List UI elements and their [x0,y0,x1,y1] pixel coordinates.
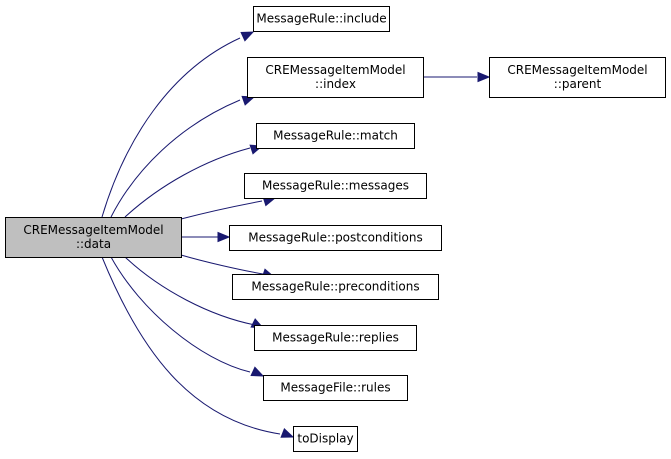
edges [101,31,491,438]
node-postconditions[interactable]: MessageRule::postconditions [229,225,442,251]
node-label: CREMessageItemModel [507,63,647,77]
node-label: MessageFile::rules [280,381,390,395]
node-messages[interactable]: MessageRule::messages [244,173,427,199]
edge-data-include [101,37,241,218]
arrowhead-index-parent [477,71,491,83]
node-box[interactable] [253,6,390,32]
node-include[interactable]: MessageRule::include [253,6,390,32]
arrowhead-data-include [240,31,255,42]
node-box[interactable] [229,225,442,251]
node-toDisplay[interactable]: toDisplay [293,426,358,452]
edge-data-messages [180,200,263,220]
node-label: MessageRule::replies [272,331,399,345]
edge-data-replies [124,256,256,326]
node-label: CREMessageItemModel [23,223,163,237]
arrowhead-data-toDisplay [280,427,295,438]
node-data[interactable]: CREMessageItemModel::data [5,217,182,258]
node-box[interactable] [244,173,427,199]
node-label: MessageRule::match [273,129,398,143]
edge-data-toDisplay [101,256,281,435]
node-label: ::data [76,237,111,251]
node-box[interactable] [232,274,439,300]
edge-data-index [110,99,241,218]
node-label: MessageRule::preconditions [251,280,419,294]
node-label: toDisplay [297,432,353,446]
node-box[interactable] [247,57,424,98]
node-index[interactable]: CREMessageItemModel::index [247,57,424,98]
node-label: MessageRule::messages [262,179,409,193]
node-label: CREMessageItemModel [265,63,405,77]
node-box[interactable] [489,57,666,98]
edge-data-match [124,147,251,218]
edge-data-preconditions [180,254,264,275]
node-box[interactable] [254,325,417,351]
node-replies[interactable]: MessageRule::replies [254,325,417,351]
node-match[interactable]: MessageRule::match [256,123,415,149]
node-box[interactable] [263,375,408,401]
node-label: MessageRule::include [256,12,386,26]
arrowhead-data-postconditions [217,231,231,243]
node-box[interactable] [293,426,358,452]
arrowhead-data-rules [250,366,265,377]
node-label: ::parent [554,77,602,91]
node-label: MessageRule::postconditions [248,231,422,245]
node-label: ::index [315,77,356,91]
node-box[interactable] [256,123,415,149]
node-rules[interactable]: MessageFile::rules [263,375,408,401]
nodes: CREMessageItemModel::data MessageRule::in… [5,6,666,452]
node-box[interactable] [5,217,182,258]
node-preconditions[interactable]: MessageRule::preconditions [232,274,439,300]
edge-data-rules [110,256,251,373]
node-parent[interactable]: CREMessageItemModel::parent [489,57,666,98]
